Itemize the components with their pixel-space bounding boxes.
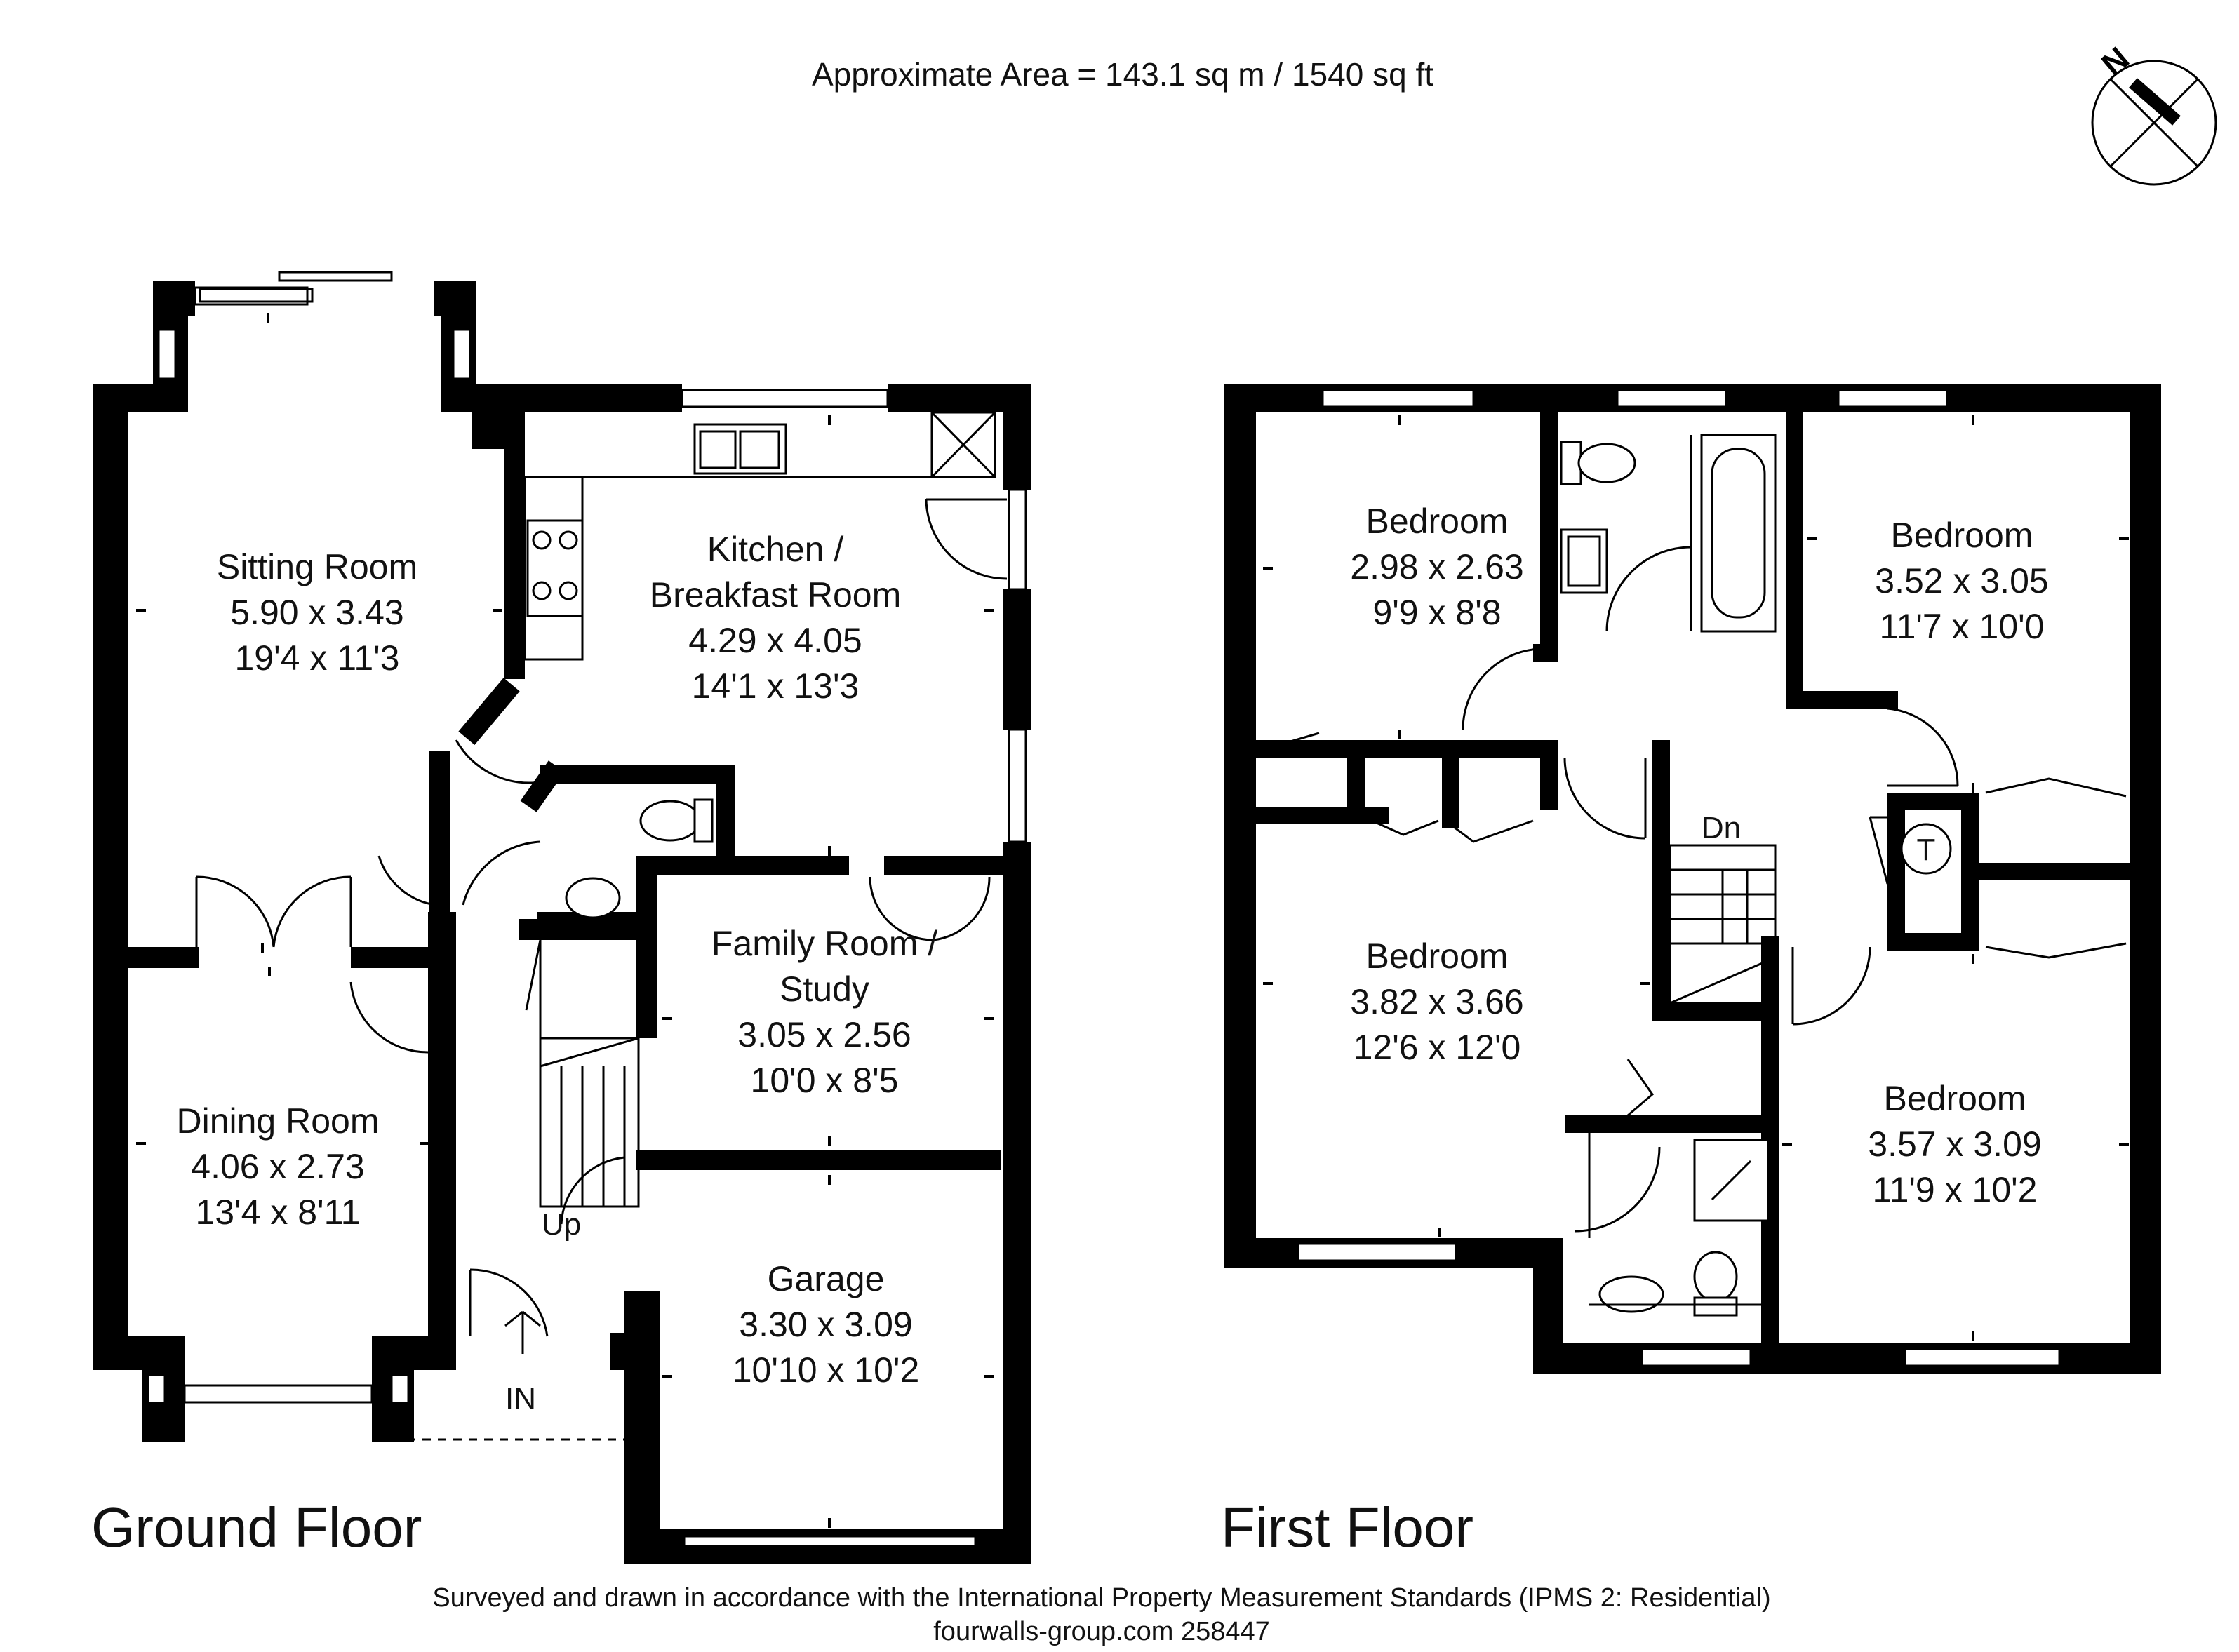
water-tank-icon (1900, 823, 1952, 875)
bedroom-4-metric: 3.57 x 3.09 (1868, 1124, 2041, 1164)
garage-metric: 3.30 x 3.09 (739, 1305, 912, 1344)
hob-icon (526, 519, 584, 617)
kitchen-sink-icon (693, 423, 787, 475)
ground-floor-plan: Sitting Room 5.90 x 3.43 19'4 x 11'3 Kit… (91, 271, 1031, 1564)
bedroom-2-imperial: 11'7 x 10'0 (1879, 607, 2044, 646)
tank-label: T (1917, 833, 1936, 867)
bath-icon (1700, 434, 1777, 633)
kitchen-name-line2: Breakfast Room (650, 575, 901, 615)
family-room-name-line2: Study (780, 969, 869, 1009)
sitting-room-bay (199, 288, 314, 303)
bedroom-3-metric: 3.82 x 3.66 (1350, 982, 1523, 1021)
first-floor-title: First Floor (1221, 1496, 1473, 1559)
bedroom-4-name: Bedroom (1884, 1079, 2026, 1118)
ground-stairs (525, 939, 640, 1208)
bedroom-3-name: Bedroom (1366, 936, 1509, 976)
garage-imperial: 10'10 x 10'2 (733, 1350, 920, 1390)
first-floor-plan: Bedroom 2.98 x 2.63 9'9 x 8'8 Bedroom 3.… (1221, 384, 2161, 1559)
ground-wc-icon (565, 798, 714, 919)
family-room-imperial: 10'0 x 8'5 (751, 1061, 899, 1100)
bedroom-3-imperial: 12'6 x 12'0 (1354, 1028, 1521, 1067)
bedroom-1-metric: 2.98 x 2.63 (1350, 547, 1523, 586)
shower-room-wc-icon (1693, 1251, 1738, 1317)
dining-room-imperial: 13'4 x 8'11 (195, 1193, 360, 1232)
stairs-up-label: Up (542, 1207, 581, 1242)
first-stairs (1669, 844, 1777, 1005)
dining-room-metric: 4.06 x 2.73 (191, 1147, 364, 1186)
sitting-room-imperial: 19'4 x 11'3 (234, 638, 399, 678)
garage-name: Garage (768, 1259, 885, 1298)
bedroom-2-metric: 3.52 x 3.05 (1875, 561, 2048, 600)
bedroom-2-name: Bedroom (1891, 516, 2033, 555)
bedroom-4-imperial: 11'9 x 10'2 (1872, 1170, 2037, 1209)
kitchen-imperial: 14'1 x 13'3 (692, 666, 860, 706)
footer-reference: fourwalls-group.com 258447 (933, 1617, 1270, 1646)
shower-icon (1693, 1139, 1770, 1222)
sitting-room-name: Sitting Room (217, 547, 417, 586)
entrance-label: IN (505, 1381, 536, 1416)
kitchen-metric: 4.29 x 4.05 (688, 621, 862, 660)
ground-floor-title: Ground Floor (91, 1496, 422, 1559)
first-wc-icon (1560, 441, 1636, 485)
family-room-metric: 3.05 x 2.56 (737, 1015, 911, 1054)
dining-room-name: Dining Room (176, 1101, 379, 1141)
stairs-down-label: Dn (1702, 811, 1741, 845)
shower-room-basin-icon (1598, 1275, 1664, 1313)
area-summary: Approximate Area = 143.1 sq m / 1540 sq … (812, 56, 1433, 93)
bedroom-1-imperial: 9'9 x 8'8 (1372, 593, 1501, 632)
bedroom-1-name: Bedroom (1366, 502, 1509, 541)
north-letter: N (2094, 39, 2136, 82)
sitting-room-metric: 5.90 x 3.43 (230, 593, 403, 632)
bathroom-basin-icon (1560, 528, 1608, 594)
north-compass-icon: N (2091, 39, 2217, 186)
kitchen-name-line1: Kitchen / (707, 530, 844, 569)
footer-standards-note: Surveyed and drawn in accordance with th… (432, 1583, 1770, 1613)
family-room-name-line1: Family Room / (711, 924, 937, 963)
